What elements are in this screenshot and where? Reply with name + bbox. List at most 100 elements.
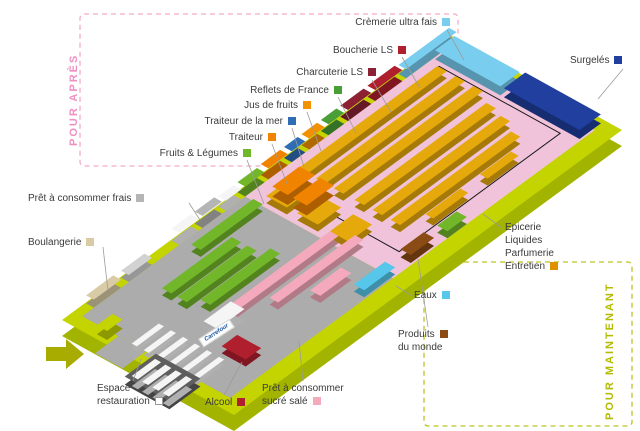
department-label-text: Crèmerie ultra fais xyxy=(355,17,437,28)
block-fruits-gondola xyxy=(161,237,242,294)
leader-line xyxy=(132,358,142,382)
label-eaux: Eaux xyxy=(414,289,450,302)
label-surgeles: Surgelés xyxy=(570,54,623,67)
department-label-text: restauration xyxy=(97,396,150,407)
label-pret-frais: Prêt à consommer frais xyxy=(28,192,145,205)
leader-line xyxy=(298,340,304,382)
block-epicerie-gondola xyxy=(372,115,511,216)
legend-color-square xyxy=(154,397,163,405)
block-traiteur-mer xyxy=(284,137,306,152)
zone-pour-maintenant: POUR MAINTENANT xyxy=(604,282,616,420)
block-pret-frais xyxy=(171,214,199,233)
block-epicerie-gondola xyxy=(354,110,496,213)
leader-line xyxy=(102,246,109,292)
leader-line xyxy=(482,213,503,229)
legend-color-square xyxy=(136,194,145,202)
block-checkout xyxy=(191,356,225,380)
label-boulangerie: Boulangerie xyxy=(28,236,95,249)
department-label-text: Traiteur de la mer xyxy=(204,116,283,127)
legend-color-square xyxy=(398,46,406,54)
leader-lines xyxy=(102,29,624,396)
department-label-text: sucré salé xyxy=(262,396,308,407)
legend-color-square xyxy=(312,397,321,405)
department-label-text: Boulangerie xyxy=(28,237,82,248)
leader-line xyxy=(417,258,429,328)
block-green-cube xyxy=(437,218,467,239)
block-traiteur-wall xyxy=(260,160,288,180)
block-epicerie-gondola xyxy=(297,196,342,225)
block-jus-de-fruits xyxy=(301,122,325,139)
block-checkout xyxy=(143,335,177,359)
leader-line xyxy=(446,29,465,61)
label-restauration: Espace restauration xyxy=(97,382,163,408)
block-epicerie-gondola xyxy=(297,66,447,174)
department-label-text: Boucherie LS xyxy=(332,45,393,56)
block-checkout xyxy=(179,350,213,373)
block-boulangerie xyxy=(86,275,122,300)
legend-color-square xyxy=(368,68,376,76)
block-checkout xyxy=(167,343,201,367)
label-alcool: Alcool xyxy=(205,396,246,409)
label-traiteur-mer: Traiteur de la mer xyxy=(204,115,296,128)
block-pret-frais xyxy=(218,195,242,211)
block-checkout xyxy=(191,361,225,385)
leader-line xyxy=(371,79,392,113)
block-epicerie-gondola xyxy=(425,195,469,226)
legend-color-square xyxy=(439,330,448,338)
legend-color-square xyxy=(268,133,276,141)
legend-color-square xyxy=(550,262,559,270)
block-restauration-table xyxy=(142,364,172,386)
department-label-text: Charcuterie LS xyxy=(296,67,363,78)
block-pret-frais xyxy=(171,226,199,245)
leader-line xyxy=(223,361,243,396)
department-label-text: Reflets de France xyxy=(250,85,329,96)
leader-line xyxy=(271,143,288,185)
block-traiteur-block xyxy=(292,187,334,216)
department-label-text: du monde xyxy=(398,342,443,353)
block-wall-block xyxy=(96,313,123,331)
label-charcuterie: Charcuterie LS xyxy=(296,66,376,79)
block-sucre-sale-shelf xyxy=(269,242,364,310)
department-label-text: Alcool xyxy=(205,397,233,408)
block-produits-du-monde xyxy=(400,232,435,256)
block-epicerie-gondola xyxy=(329,214,373,242)
block-checkout xyxy=(131,323,164,347)
block-charcuterie xyxy=(340,88,372,110)
leader-line xyxy=(597,68,624,100)
block-epicerie-gondola xyxy=(315,75,465,184)
block-fruits-gondola xyxy=(200,255,280,312)
block-alcool-shelf xyxy=(221,334,262,360)
label-cremerie: Crèmerie ultra fais xyxy=(355,16,450,29)
legend-color-square xyxy=(334,86,342,94)
block-restauration-table xyxy=(162,376,193,397)
department-label-text: Jus de fruits xyxy=(244,100,298,111)
block-fruits-wall xyxy=(237,167,265,187)
block-reflets xyxy=(320,108,345,125)
block-pret-frais xyxy=(194,209,222,228)
block-sucre-sale-shelf xyxy=(269,235,364,303)
entrance-arrow-icon xyxy=(46,339,84,369)
department-label-text: Epicerie xyxy=(505,222,542,233)
block-pret-frais xyxy=(218,185,242,201)
block-traiteur-block xyxy=(272,166,315,196)
block-epicerie-gondola xyxy=(297,73,447,181)
block-sucre-sale-shelf xyxy=(309,267,352,296)
entrance-gap xyxy=(95,336,146,369)
block-restauration-table xyxy=(162,386,193,407)
block-wall-gray xyxy=(121,253,153,276)
leader-line xyxy=(291,127,305,168)
department-label-text: Espace xyxy=(97,383,131,394)
zone-pour-apres: POUR APRÈS xyxy=(68,53,80,146)
block-pret-frais xyxy=(194,197,222,216)
zone-box-pour-maintenant xyxy=(423,261,633,427)
leader-line xyxy=(246,159,265,205)
block-checkout xyxy=(155,336,189,360)
label-boucherie: Boucherie LS xyxy=(333,44,406,57)
label-fruits-legumes: Fruits & Légumes xyxy=(160,147,251,160)
block-checkout xyxy=(143,330,177,354)
block-epicerie-gondola xyxy=(390,131,521,226)
shelf-blocks xyxy=(86,27,601,410)
block-sucre-sale-shelf xyxy=(229,231,339,311)
